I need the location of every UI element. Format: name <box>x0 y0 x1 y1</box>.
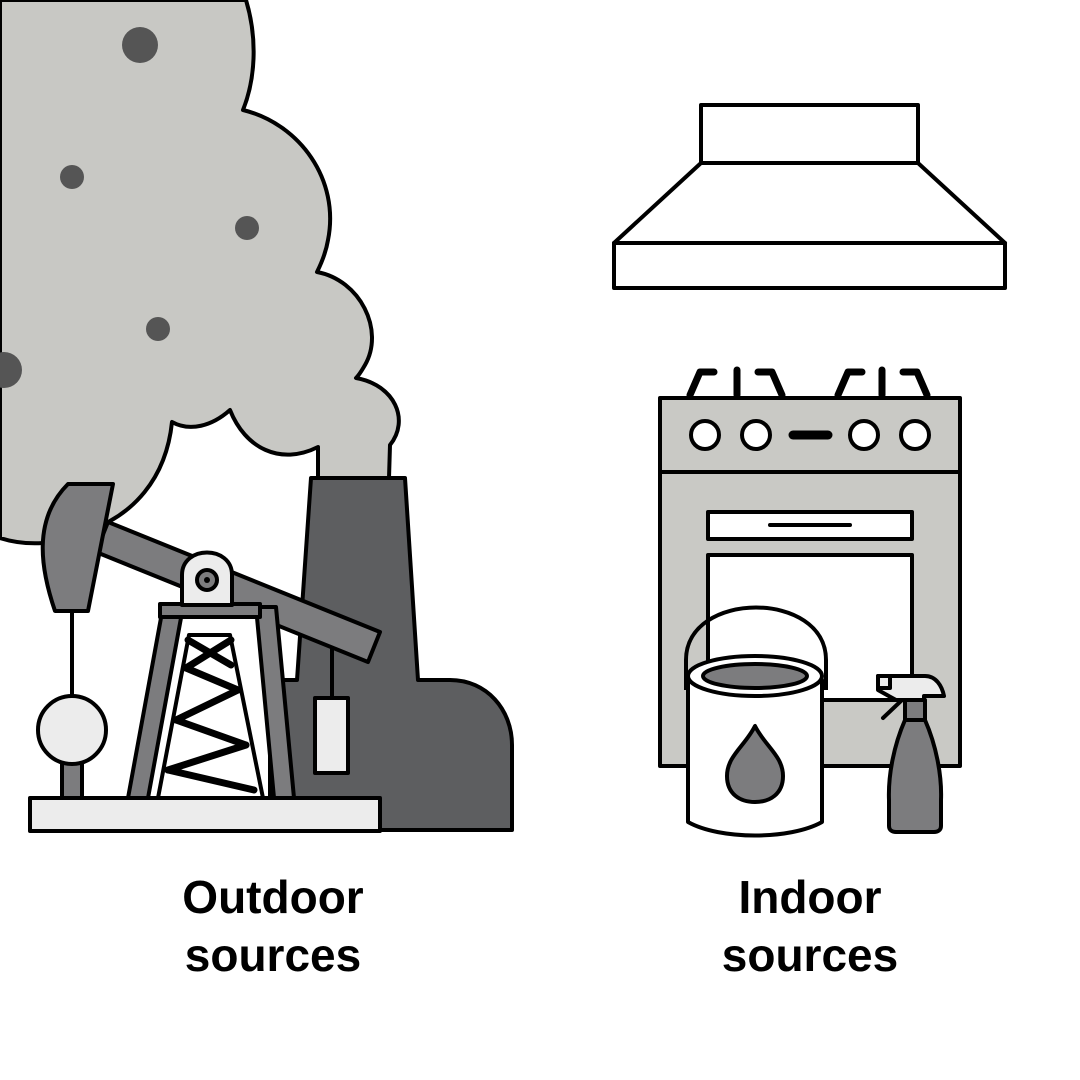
range-hood-icon <box>612 103 1007 290</box>
indoor-sources-label: Indoor sources <box>610 868 1010 984</box>
factory-chimney-icon <box>268 476 514 832</box>
stove-knobs[interactable] <box>689 419 931 451</box>
smoke-particle <box>60 165 84 189</box>
spray-bottle-icon <box>876 674 946 834</box>
smoke-particle <box>0 352 22 388</box>
stove-knob[interactable] <box>848 419 880 451</box>
stove-knob[interactable] <box>899 419 931 451</box>
outdoor-label-line2: sources <box>184 929 362 981</box>
burner-grates <box>686 366 931 399</box>
paint-drop-icon <box>725 724 785 804</box>
stove-knob[interactable] <box>689 419 721 451</box>
smoke-cloud-icon <box>0 0 401 546</box>
outdoor-sources-label: Outdoor sources <box>73 868 473 984</box>
oil-pumpjack-icon <box>28 482 382 833</box>
smoke-particle <box>235 216 259 240</box>
outdoor-label-line1: Outdoor <box>182 871 364 923</box>
truss-bracing <box>164 636 258 794</box>
smoke-particles <box>0 27 259 388</box>
indoor-label-line1: Indoor <box>738 871 882 923</box>
indoor-label-line2: sources <box>721 929 899 981</box>
smoke-particle <box>122 27 158 63</box>
smoke-particle <box>146 317 170 341</box>
stove-knob[interactable] <box>740 419 772 451</box>
paint-can-icon <box>684 605 828 838</box>
